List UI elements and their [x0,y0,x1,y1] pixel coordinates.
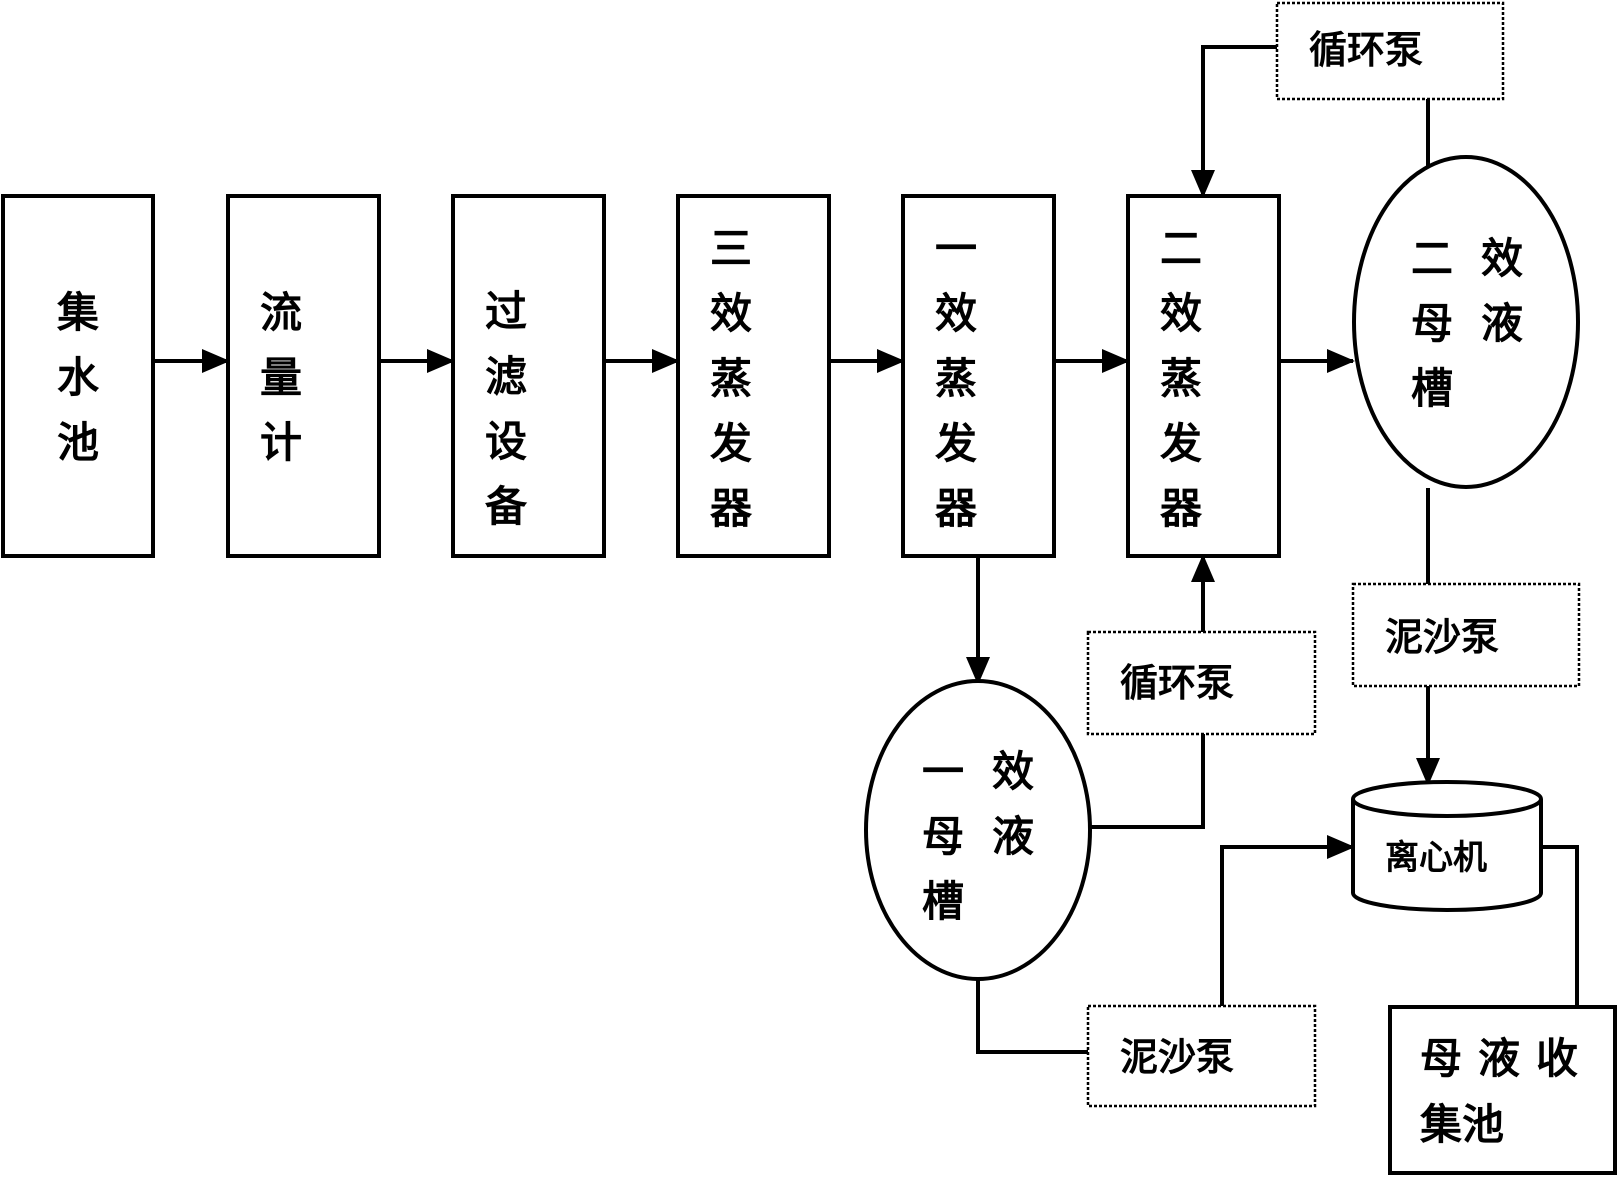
flowmeter-box: 流 量 计 [226,194,381,558]
flow-line-first-tank-to-mid-pump [1088,734,1205,829]
third-evaporator-char-5: 器 [710,484,753,533]
mother-pool-char-1: 母 [1420,1034,1462,1083]
first-evaporator-char-1: 一 [935,224,977,273]
first-tank-char-2: 效 [992,747,1034,796]
second-evaporator-char-2: 效 [1160,289,1202,338]
mother-pool-char-2: 液 [1478,1034,1520,1083]
second-evaporator-char-5: 器 [1160,484,1203,533]
third-evaporator-char-4: 发 [710,419,752,468]
second-effect-evaporator-box: 二 效 蒸 发 器 [1126,194,1281,558]
first-tank-char-4: 液 [992,812,1034,861]
filter-char-4: 备 [485,482,528,531]
sludge-pump-bottom-label: 泥沙泵 [1120,1035,1234,1079]
first-tank-char-1: 一 [922,747,964,796]
first-evaporator-char-2: 效 [935,289,977,338]
collection-pool-box: 集 水 池 [1,194,155,558]
filter-char-1: 过 [485,287,527,336]
mother-pool-char-3: 收 [1536,1034,1578,1083]
mother-pool-line-2: 集池 [1419,1100,1504,1149]
first-evaporator-char-3: 蒸 [935,354,977,403]
first-evaporator-char-4: 发 [935,419,977,468]
centrifuge: 离心机 [1351,780,1543,912]
filter-char-2: 滤 [485,352,527,401]
second-tank-char-2: 效 [1481,234,1523,283]
collection-pool-char-1: 集 [56,288,99,337]
circulation-pump-top-label: 循环泵 [1309,28,1423,72]
flow-arrow-bottom-sludge-pump-to-centrifuge [1220,835,1355,1006]
first-effect-evaporator-box: 一 效 蒸 发 器 [901,194,1056,558]
second-effect-mother-tank: 二 母 槽 效 液 [1352,155,1580,489]
second-tank-char-3: 母 [1411,299,1453,348]
first-effect-mother-tank: 一 母 槽 效 液 [864,679,1092,981]
circulation-pump-mid-label: 循环泵 [1120,661,1234,705]
collection-pool-char-3: 池 [57,418,99,467]
filter-char-3: 设 [485,417,527,466]
first-tank-char-3: 母 [922,812,964,861]
first-tank-char-5: 槽 [922,877,964,926]
sludge-pump-right: 泥沙泵 [1351,582,1581,688]
second-evaporator-char-4: 发 [1160,419,1202,468]
flow-line-top-pump-to-second-evaporator [1191,45,1277,198]
second-tank-char-4: 液 [1481,299,1523,348]
mother-liquor-collection-pool-box: 母 液 收 集池 [1388,1005,1617,1175]
filter-equipment-box: 过 滤 设 备 [451,194,606,558]
flow-line-first-tank-to-bottom-sludge-pump [976,980,1088,1054]
sludge-pump-right-label: 泥沙泵 [1385,615,1499,659]
third-evaporator-char-2: 效 [710,289,752,338]
third-effect-evaporator-box: 三 效 蒸 发 器 [676,194,831,558]
sludge-pump-bottom: 泥沙泵 [1086,1004,1317,1108]
flowmeter-char-2: 量 [260,353,302,402]
second-evaporator-char-1: 二 [1160,224,1202,273]
third-evaporator-char-3: 蒸 [710,354,752,403]
circulation-pump-mid: 循环泵 [1086,630,1317,736]
circulation-pump-top: 循环泵 [1275,1,1505,101]
second-tank-char-1: 二 [1411,234,1453,283]
first-evaporator-char-5: 器 [935,484,978,533]
flowmeter-char-3: 计 [260,418,302,467]
flowmeter-char-1: 流 [260,288,302,337]
connectors [153,45,1579,1054]
centrifuge-label: 离心机 [1385,838,1487,878]
second-evaporator-char-3: 蒸 [1160,354,1202,403]
second-tank-char-5: 槽 [1411,364,1453,413]
flow-line-centrifuge-to-mother-liquor-pool [1541,845,1579,1007]
third-evaporator-char-1: 三 [710,224,752,273]
collection-pool-char-2: 水 [57,353,100,402]
